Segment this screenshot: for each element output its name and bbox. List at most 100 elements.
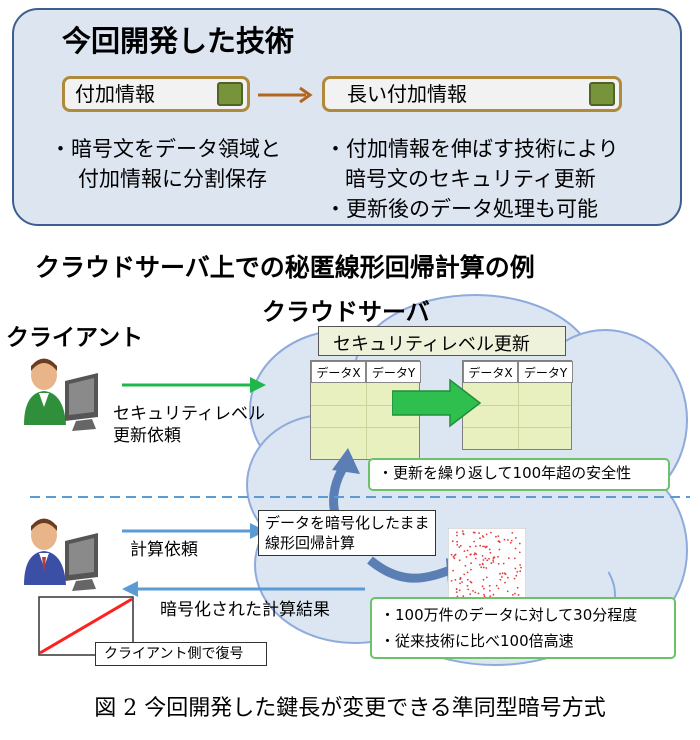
scatter-dot [501,572,504,575]
scatter-dot [462,595,465,597]
scatter-dot [489,551,492,554]
scatter-dot [459,576,462,579]
decrypt-label: クライアント側で復号 [104,646,244,662]
scatter-dot [516,571,519,573]
scatter-dot [472,590,474,592]
scatter-dot [515,574,518,577]
scatter-dot [467,588,470,591]
scatter-dot [450,553,453,556]
scatter-dot [474,557,477,560]
scatter-dot [492,559,495,561]
scatter-dot [514,592,516,595]
scatter-dot [458,589,461,592]
scatter-dot [498,548,501,551]
scatter-dot [469,593,472,595]
scatter-dot [481,535,484,537]
scatter-dot [455,591,458,593]
repeat-note-box: ・更新を繰り返して100年超の安全性 [368,458,670,491]
scatter-dot [458,546,461,548]
person-computer-icon [24,358,98,431]
scatter-dot [454,579,457,581]
right-bullet1-line1: ・付加情報を伸ばす技術により [325,137,619,161]
scatter-dot [481,562,484,565]
key-block-icon [217,82,243,106]
scatter-dot [481,585,484,588]
scatter-dot [451,540,454,543]
scatter-dot [502,562,505,565]
scatter-dot [495,535,497,538]
scatter-dot [483,595,486,598]
scatter-dot [479,544,482,547]
scatter-dot [473,540,475,543]
scatter-dot [481,555,484,557]
scatter-dot [484,557,487,560]
scatter-dot [497,563,500,565]
compute-box: データを暗号化したまま 線形回帰計算 [258,510,436,556]
scatter-dot [483,593,485,596]
scatter-dot [466,584,469,587]
scatter-dot [470,568,472,571]
performance-line2: ・従来技術に比べ100倍高速 [380,632,574,650]
scatter-dot [475,553,478,555]
scatter-dot [519,570,522,573]
scatter-dot [495,584,498,587]
scatter-dot [482,578,485,581]
scatter-dot [510,539,513,542]
green-arrow-icon [122,377,266,393]
figure-caption: 図 2 今回開発した鍵長が変更できる準同型暗号方式 [94,696,606,721]
scatter-dot [483,587,485,590]
scatter-dot [513,577,516,580]
scatter-dot [479,537,481,540]
scatter-dot [489,595,492,598]
scatter-dot [473,531,476,534]
scatter-dot [513,557,516,560]
scatter-dot [466,578,469,581]
table-header-x: データX [311,361,366,383]
scatter-dot [459,544,462,547]
panel-title: 今回開発した技術 [62,24,295,58]
summary-panel [12,8,682,226]
scatter-dot [488,584,491,587]
scatter-dot [466,571,469,574]
compute-request: 計算依頼 [130,540,198,560]
big-arrow-icon [392,378,482,428]
person-computer-icon [24,518,98,591]
scatter-dot [465,556,468,558]
scatter-dot [480,566,483,569]
short-key-box: 付加情報 [62,76,250,112]
scatter-dot [518,542,521,545]
right-bullet2: ・更新後のデータ処理も可能 [325,197,598,221]
scatter-dot [497,555,499,558]
scatter-dot [482,545,484,548]
scatter-dot [503,538,506,541]
scatter-dot [485,546,487,549]
scatter-dot [456,595,459,598]
scatter-dot [453,557,456,560]
security-update-box: セキュリティレベル更新 [318,326,566,356]
scatter-dot [459,582,461,585]
right-bullet1-line2: 暗号文のセキュリティ更新 [345,167,596,191]
scatter-dot [463,573,466,576]
result-arrow-icon [122,581,365,597]
scatter-dot [488,548,491,551]
scatter-dot [452,569,454,572]
security-update-label: セキュリティレベル更新 [333,334,530,355]
scatter-dot [461,530,464,532]
left-bullet-line2: 付加情報に分割保存 [78,167,267,191]
scatter-dot [499,578,502,581]
scatter-dot [456,544,459,546]
scatter-dot [489,589,491,592]
scatter-dot [511,532,514,534]
scatter-dot [511,594,514,596]
scatter-dot [450,580,453,582]
scatter-dot [514,547,517,550]
scatter-dot [470,562,472,565]
scatter-dot [517,594,520,596]
scatter-dot [461,581,463,583]
scatter-dot [456,531,458,534]
security-request-line2: 更新依頼 [113,426,181,446]
scatter-dot [462,532,464,535]
scatter-dot [509,541,512,544]
table-header-y: データY [366,361,421,383]
key-block-icon [589,82,615,106]
